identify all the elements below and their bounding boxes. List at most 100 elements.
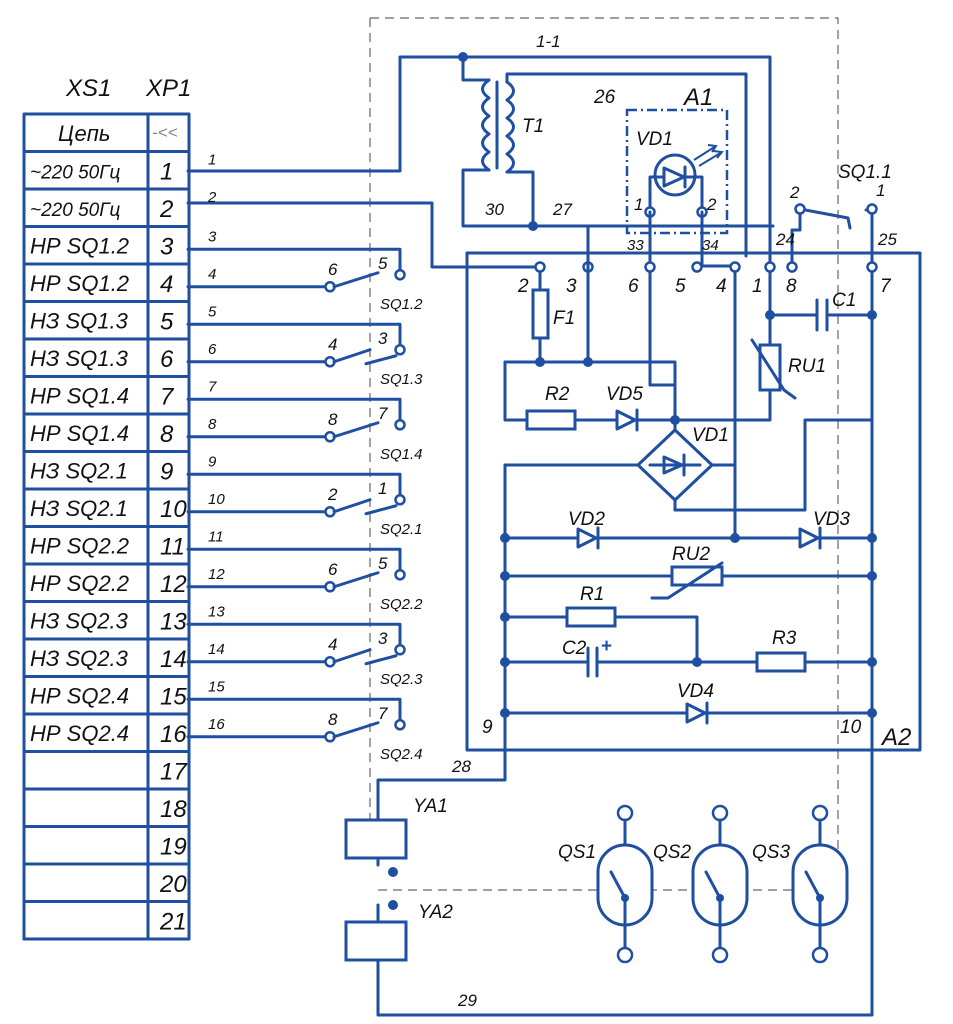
connector-circuit-cell: ~220 50Гц — [30, 163, 121, 184]
f1-label: F1 — [553, 308, 575, 329]
switch-contact — [394, 569, 406, 581]
connector-circuit-cell: НР SQ1.4 — [30, 384, 129, 409]
connector-circuit-cell: НР SQ2.4 — [30, 684, 129, 709]
switch-pin-right: 7 — [378, 404, 388, 423]
wire-number: 1 — [208, 151, 216, 168]
connector-circuit-cell: НР SQ1.2 — [30, 234, 129, 259]
wire-30-label: 30 — [485, 200, 504, 219]
vd1-led — [648, 144, 724, 214]
switch-pin-left: 4 — [328, 635, 337, 654]
coil-ya1 — [344, 818, 408, 860]
vd3-label: VD3 — [813, 509, 850, 530]
wire-number: 12 — [208, 566, 225, 583]
switch-name: SQ1.4 — [380, 446, 423, 463]
connector-circuit-cell: НЗ SQ1.3 — [30, 346, 129, 371]
switch-contact — [394, 719, 406, 731]
term-2-label: 2 — [517, 276, 529, 297]
connector-pin-cell: 19 — [160, 834, 187, 861]
c2-label: C2 — [562, 638, 587, 659]
term-10-label: 10 — [840, 717, 862, 738]
qs2-label: QS2 — [653, 842, 691, 863]
vd1-led-label: VD1 — [636, 129, 673, 150]
term-5-label: 5 — [675, 276, 686, 297]
connector-pin-cell: 14 — [160, 646, 187, 673]
wire-number: 9 — [208, 453, 217, 470]
connector-circuit-cell: НЗ SQ2.1 — [30, 496, 128, 521]
switch-pin-right: 1 — [378, 479, 387, 498]
connector-circuit-cell: НЗ SQ2.1 — [30, 459, 128, 484]
switch-pin-right: 5 — [378, 254, 388, 273]
term-8-label: 8 — [786, 276, 797, 297]
connector-pin-cell: 6 — [160, 346, 174, 373]
qs3-label: QS3 — [752, 842, 790, 863]
wire-26-label: 26 — [593, 87, 616, 108]
resistor-r3 — [755, 651, 807, 673]
coil-ya2 — [344, 920, 408, 962]
switch-name: SQ2.1 — [380, 521, 423, 538]
connector-pin-cell: 2 — [159, 196, 173, 223]
wire-29-label: 29 — [457, 991, 477, 1010]
a1-module — [625, 108, 729, 235]
connector-circuit-cell: НР SQ2.2 — [30, 571, 129, 596]
connector-pin-cell: 12 — [160, 571, 187, 598]
ru1-label: RU1 — [788, 356, 826, 377]
connector-pin-cell: 4 — [160, 271, 173, 298]
wire-34-label: 34 — [702, 237, 719, 254]
vd4-label: VD4 — [677, 681, 714, 702]
xs1-label: XS1 — [65, 75, 111, 102]
connector-pin-cell: 17 — [160, 759, 188, 786]
r2-label: R2 — [545, 384, 570, 405]
connector-pin-cell: 20 — [159, 871, 187, 898]
connector-pin-cell: 9 — [160, 459, 173, 486]
connector-pin-cell: 13 — [160, 609, 187, 636]
switch-pin-left: 8 — [328, 410, 338, 429]
wire-number: 15 — [208, 678, 225, 695]
term-1-label: 1 — [752, 276, 763, 297]
switch-pin-left: 6 — [328, 560, 338, 579]
wire-27-label: 27 — [552, 200, 572, 219]
connector-pin-cell: 7 — [160, 384, 175, 411]
wire-number: 6 — [208, 341, 217, 358]
connector-pin-cell: 8 — [160, 421, 174, 448]
wire-27 — [531, 224, 590, 364]
ya1-label: YA1 — [413, 796, 448, 817]
wire-number: 10 — [208, 491, 225, 508]
a2-board — [465, 251, 922, 752]
switch-name: SQ2.2 — [380, 596, 423, 613]
t1-label: T1 — [522, 116, 544, 137]
term-9-label: 9 — [482, 717, 493, 738]
switch-name: SQ1.3 — [380, 371, 423, 388]
vd2-label: VD2 — [568, 509, 605, 530]
wire-1-1-label: 1-1 — [536, 32, 561, 51]
wire-24-label: 24 — [775, 230, 795, 249]
sq11-label: SQ1.1 — [838, 162, 892, 183]
vd5-label: VD5 — [606, 384, 643, 405]
term-6-label: 6 — [628, 276, 639, 297]
wire-number: 4 — [208, 266, 216, 283]
a2-label: A2 — [880, 724, 911, 751]
switch-contact — [394, 344, 406, 356]
wire-number: 5 — [208, 303, 217, 320]
wire-25-label: 25 — [877, 230, 897, 249]
resistor-r2 — [525, 409, 577, 431]
switch-contact — [394, 419, 406, 431]
qs1-label: QS1 — [558, 842, 596, 863]
sq11-pin-right — [866, 203, 878, 215]
wire-number: 14 — [208, 641, 225, 658]
wire-number: 8 — [208, 416, 217, 433]
connector-circuit-cell: ~220 50Гц — [30, 200, 121, 221]
connector-pin-cell: 18 — [160, 796, 187, 823]
connector-pin-cell: 1 — [160, 159, 173, 186]
connector-pin-cell: 11 — [160, 534, 185, 561]
switch-pin-right: 7 — [378, 704, 388, 723]
switch-name: SQ2.4 — [380, 746, 423, 763]
switch-contact — [394, 269, 406, 281]
enclosure-outline — [369, 17, 839, 891]
sq11-pin-right-label: 1 — [876, 181, 885, 200]
header-circuit: Цепь — [58, 121, 110, 146]
switch-pin-left: 2 — [327, 485, 338, 504]
switch-pin-right: 3 — [378, 629, 388, 648]
switch-pin-right: 5 — [378, 554, 388, 573]
switch-contact — [394, 644, 406, 656]
